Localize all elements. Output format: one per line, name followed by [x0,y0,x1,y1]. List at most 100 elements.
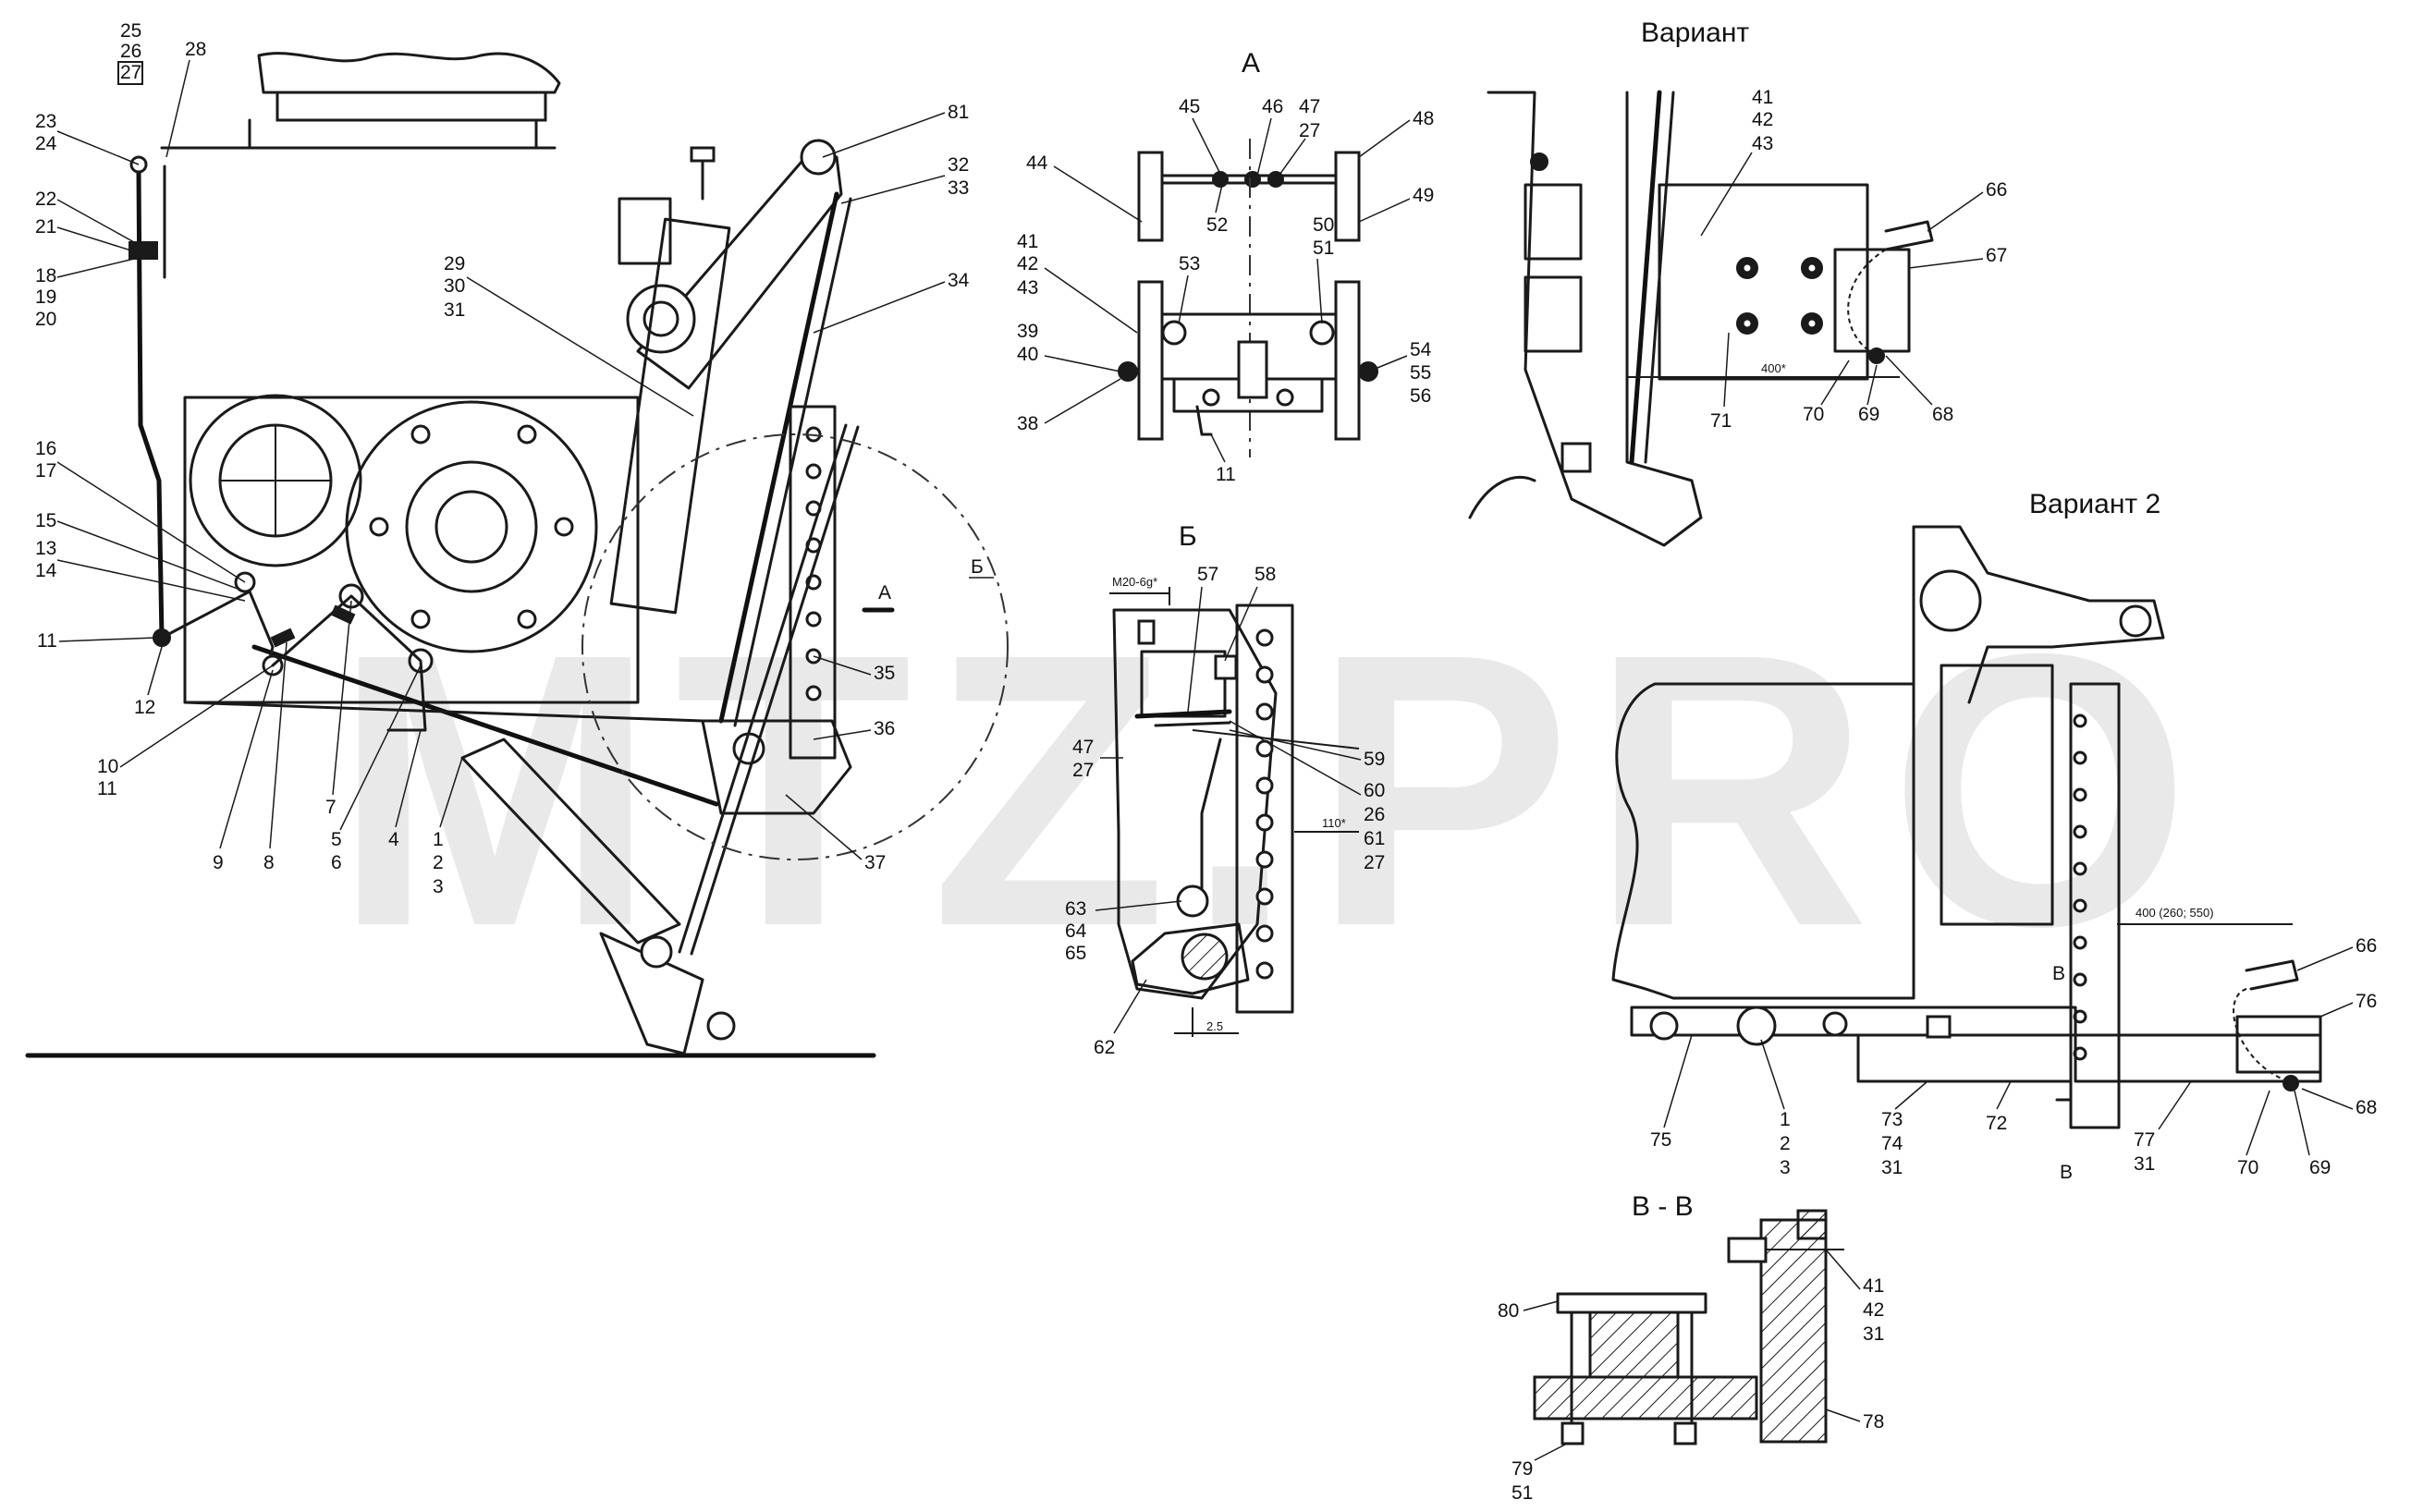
callout: 41 [1752,87,1773,108]
callout: 10 [97,756,118,777]
control-linkage [160,590,275,667]
callout: 58 [1254,564,1276,585]
callout: 45 [1179,96,1200,117]
control-rod [136,168,165,640]
callout: 59 [1364,749,1385,770]
callout: 12 [134,697,155,718]
callout: 25 [120,20,141,42]
callout: 62 [1094,1037,1115,1058]
callout: 74 [1881,1133,1903,1154]
callout: 23 [35,111,56,132]
view-b-plate-holes [1255,628,1274,980]
lower-link [460,738,681,945]
section-vv [1533,1209,1844,1445]
cut-label-a: А [878,582,891,604]
dim-2-5: 2.5 [1206,1019,1223,1033]
view-b-pin-section [1181,933,1229,981]
callout: 51 [1511,1482,1533,1504]
variant2-cylinder [1940,664,2054,926]
callout: 64 [1065,921,1087,942]
pto-gear-outer [189,394,362,567]
callout: 43 [1752,133,1773,154]
hydraulic-cylinder [609,217,731,615]
callout: 27 [120,62,141,83]
dim-400-variant2: 400 (260; 550) [2136,906,2214,920]
view-label-variant: Вариант [1641,18,1749,48]
section-upright [1759,1218,1828,1444]
callout: 60 [1364,780,1385,801]
callout: 34 [948,270,970,291]
seat-cushion [257,52,561,94]
callout: 32 [948,154,969,176]
callout: 28 [185,39,206,60]
callout: 39 [1017,321,1038,342]
callout: 3 [1780,1157,1791,1178]
callout: 1 [433,829,444,850]
variant2-view [1611,525,2322,1129]
callout: 65 [1065,943,1086,964]
callout: 63 [1065,898,1086,920]
variant-rod [1629,90,1662,465]
cut-label-b: Б [971,556,984,578]
draft-rod [251,644,719,807]
callout: 55 [1410,362,1431,384]
callout: 61 [1364,828,1385,849]
callout: 68 [2356,1097,2377,1118]
cut-label-v1: В [2052,963,2065,984]
callout: 8 [263,852,275,873]
detail-circle-b [581,433,1009,860]
callout: 37 [864,852,886,873]
callout: 3 [433,876,444,897]
main-side-view [25,52,1009,1058]
callout: 42 [1752,109,1773,130]
callout: 36 [874,718,895,739]
callout: 6 [331,852,342,873]
dim-110: 110* [1322,816,1346,830]
callout: 14 [35,560,57,581]
callout: 51 [1313,238,1334,259]
callout: 18 [35,265,56,287]
callout: 79 [1511,1458,1533,1480]
callout: 27 [1364,852,1385,873]
seat-base [275,91,547,122]
rod-nut [129,241,158,260]
view-a-hook [1237,340,1268,399]
callout: 71 [1710,410,1732,432]
callout: 47 [1072,737,1094,758]
adjust-plate [789,405,837,760]
variant-hitch [1833,248,1911,353]
callout: 75 [1650,1129,1671,1151]
view-b [1109,587,1360,1037]
callout: 43 [1017,277,1038,299]
callout: 29 [444,253,465,274]
view-a [1118,139,1378,457]
callout: 54 [1410,339,1432,360]
lift-link [718,191,839,724]
section-bar [1533,1375,1758,1421]
view-b-plate [1235,604,1294,1014]
callout: 31 [2134,1153,2155,1175]
callout: 16 [35,438,56,459]
callout: 66 [1986,179,2007,201]
variant-view [1468,90,1934,547]
callout: 50 [1313,214,1334,236]
callout: 46 [1262,96,1283,117]
variant2-plate [2069,682,2121,1129]
callout: 5 [331,829,342,850]
callout: 44 [1026,152,1048,174]
callout: 40 [1017,344,1038,365]
drawbar-bracket [701,719,852,815]
callout: 20 [35,309,56,330]
callout: 4 [388,829,399,850]
rear-hub-bore [405,460,538,593]
callout: 33 [948,177,969,199]
variant2-base [1630,1006,2077,1037]
callout: 68 [1932,404,1953,425]
callout: 49 [1413,185,1434,206]
callout: 7 [325,797,337,818]
variant-plate-bolts [1736,257,1823,335]
callout: 15 [35,510,56,531]
callout: 27 [1072,760,1094,781]
callout: 27 [1299,120,1320,141]
view-label-a: А [1242,48,1260,79]
